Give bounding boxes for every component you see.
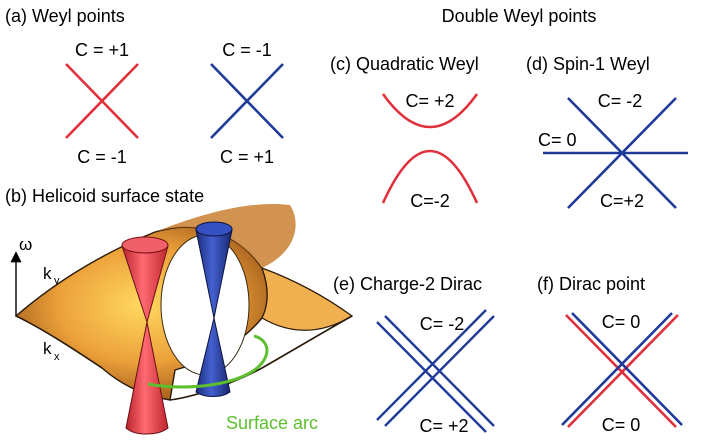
kx-subscript: x bbox=[54, 351, 60, 363]
panel-e-top-charge: C= -2 bbox=[420, 314, 465, 334]
ky-subscript: y bbox=[54, 275, 60, 287]
panel-c: (c) Quadratic Weyl C= +2 C=-2 bbox=[330, 54, 479, 211]
weyl-point-red bbox=[65, 63, 139, 139]
panel-d: (d) Spin-1 Weyl C= -2 C= 0 C=+2 bbox=[526, 54, 688, 211]
panel-f-top-charge: C= 0 bbox=[602, 312, 641, 332]
dirac-bands bbox=[561, 312, 683, 428]
weyl-left-bottom-charge: C = -1 bbox=[77, 147, 127, 167]
panel-d-left-charge: C= 0 bbox=[538, 130, 577, 150]
panel-a-title: (a) Weyl points bbox=[5, 6, 125, 26]
panel-d-title: (d) Spin-1 Weyl bbox=[526, 54, 650, 74]
helicoid-surface bbox=[14, 203, 354, 401]
weyl-point-blue bbox=[210, 63, 284, 139]
surface-arc-label: Surface arc bbox=[226, 413, 318, 433]
panel-c-top-charge: C= +2 bbox=[405, 91, 454, 111]
charge2-dirac-bands bbox=[376, 309, 495, 433]
panel-e: (e) Charge-2 Dirac C= -2 C= +2 bbox=[333, 274, 495, 436]
panel-a: (a) Weyl points C = +1 C = -1 C = -1 C =… bbox=[5, 6, 284, 167]
panel-c-title: (c) Quadratic Weyl bbox=[330, 54, 479, 74]
panel-d-bottom-charge: C=+2 bbox=[600, 191, 644, 211]
panel-b-title: (b) Helicoid surface state bbox=[5, 186, 204, 206]
omega-label: ω bbox=[19, 235, 32, 254]
quadratic-band-upper bbox=[381, 93, 479, 129]
weyl-right-bottom-charge: C = +1 bbox=[220, 147, 274, 167]
weyl-right-top-charge: C = -1 bbox=[222, 40, 272, 60]
blue-cone bbox=[195, 221, 233, 397]
panel-c-bottom-charge: C=-2 bbox=[410, 191, 450, 211]
panel-b: (b) Helicoid surface state ω k y k x bbox=[5, 186, 354, 435]
panel-f-bottom-charge: C= 0 bbox=[602, 415, 641, 435]
double-weyl-title: Double Weyl points bbox=[442, 6, 597, 26]
spin1-bands bbox=[543, 97, 688, 209]
ky-label: k bbox=[43, 264, 52, 283]
weyl-left-top-charge: C = +1 bbox=[75, 40, 129, 60]
kx-label: k bbox=[43, 339, 52, 358]
panel-d-top-charge: C= -2 bbox=[598, 91, 643, 111]
panel-f: (f) Dirac point C= 0 C= 0 bbox=[537, 274, 683, 435]
red-cone bbox=[121, 236, 169, 435]
panel-e-title: (e) Charge-2 Dirac bbox=[333, 274, 482, 294]
surface-arc bbox=[147, 334, 269, 389]
panel-f-title: (f) Dirac point bbox=[537, 274, 645, 294]
quadratic-band-lower bbox=[381, 149, 479, 204]
panel-e-bottom-charge: C= +2 bbox=[419, 416, 468, 436]
